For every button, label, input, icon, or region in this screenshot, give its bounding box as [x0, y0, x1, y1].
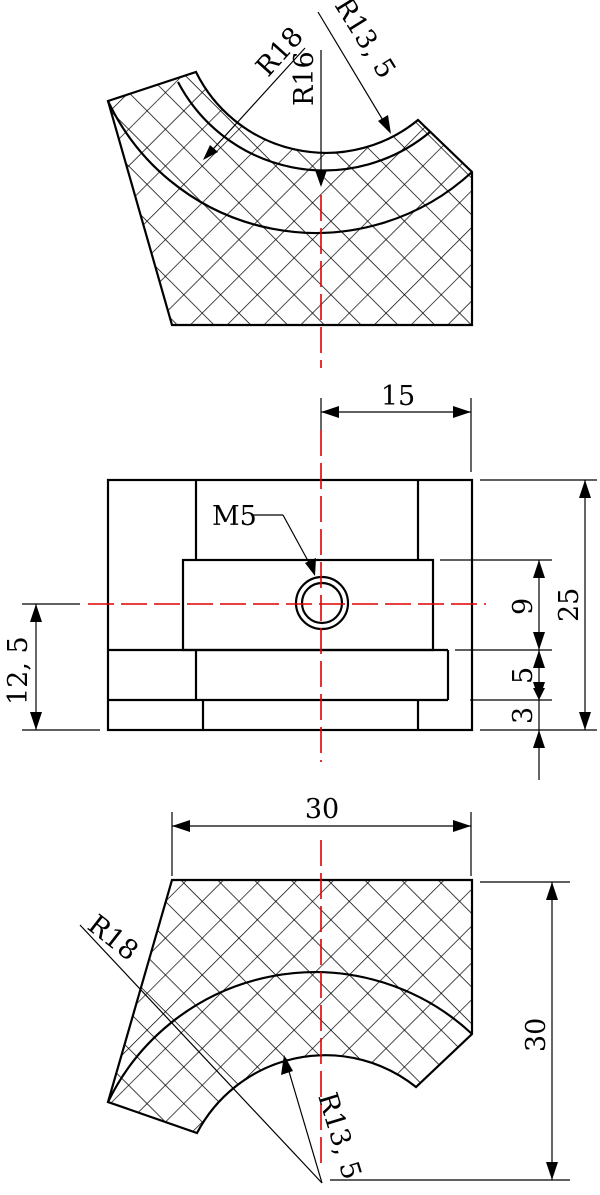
dim-15-arrow-right: [453, 406, 471, 418]
top-view-arc-r16: [177, 81, 431, 172]
dim-30h-arrow-top: [546, 882, 558, 900]
top-view: R18 R16 R13, 5: [106, 0, 474, 368]
label-r135-bottom: R13, 5: [311, 1089, 367, 1183]
label-25: 25: [554, 588, 585, 622]
dim-9-arrow-bottom: [533, 632, 545, 650]
m5-hole-outer: [294, 575, 350, 631]
dim-125-arrow-bottom: [30, 712, 42, 730]
dim-30w-arrow-right: [453, 820, 471, 832]
front-view: 15 M5 25 9 5 3 12, 5: [3, 381, 597, 780]
dim-30h-arrow-bottom: [546, 1162, 558, 1180]
m5-arrowhead: [305, 558, 316, 576]
label-m5: M5: [212, 501, 257, 532]
r135-bottom-leader: [284, 1057, 323, 1184]
r135-bottom-arrowhead: [281, 1055, 293, 1075]
m5-hole-inner: [300, 581, 344, 625]
label-15: 15: [381, 381, 415, 412]
dim-125-arrow-top: [30, 604, 42, 622]
top-view-arc-r18: [107, 100, 473, 235]
bottom-view-hatched-section: [108, 880, 472, 1133]
r18-leader: [204, 47, 306, 159]
r18-arrowhead: [203, 145, 218, 160]
r16-arrowhead: [315, 170, 327, 187]
label-r16-top: R16: [289, 51, 320, 106]
dim-9-arrow-top: [533, 560, 545, 578]
front-view-body: [106, 478, 474, 732]
r135-arrowhead: [378, 115, 391, 134]
dim-15-arrow-left: [321, 406, 339, 418]
label-3: 3: [508, 707, 539, 724]
bottom-view-arc-r18: [107, 971, 473, 1103]
top-view-hatched-section: [108, 72, 472, 325]
m5-leader-diagonal: [282, 514, 314, 571]
dim-3-arrow-top: [533, 688, 545, 700]
label-125: 12, 5: [3, 636, 34, 705]
r18-bottom-leader: [79, 924, 323, 1184]
label-5: 5: [508, 667, 539, 684]
front-view-pocket: [181, 558, 435, 652]
label-9: 9: [508, 598, 539, 615]
label-30-width: 30: [305, 794, 339, 825]
top-view-outline: [106, 70, 474, 327]
dim-3-arrow-bottom: [533, 730, 545, 748]
bottom-view-outline: [106, 878, 474, 1135]
label-r18-bottom: R18: [82, 909, 144, 967]
label-30-height: 30: [521, 1018, 552, 1052]
r135-leader: [317, 11, 391, 133]
dim-25-arrow-bottom: [579, 712, 591, 730]
dim-5-arrow-top: [533, 650, 545, 668]
bottom-view: 30 30 R18 R13, 5: [79, 794, 570, 1184]
dim-30w-arrow-left: [172, 820, 190, 832]
dim-25-arrow-top: [579, 480, 591, 498]
label-r135-top: R13, 5: [328, 0, 401, 84]
